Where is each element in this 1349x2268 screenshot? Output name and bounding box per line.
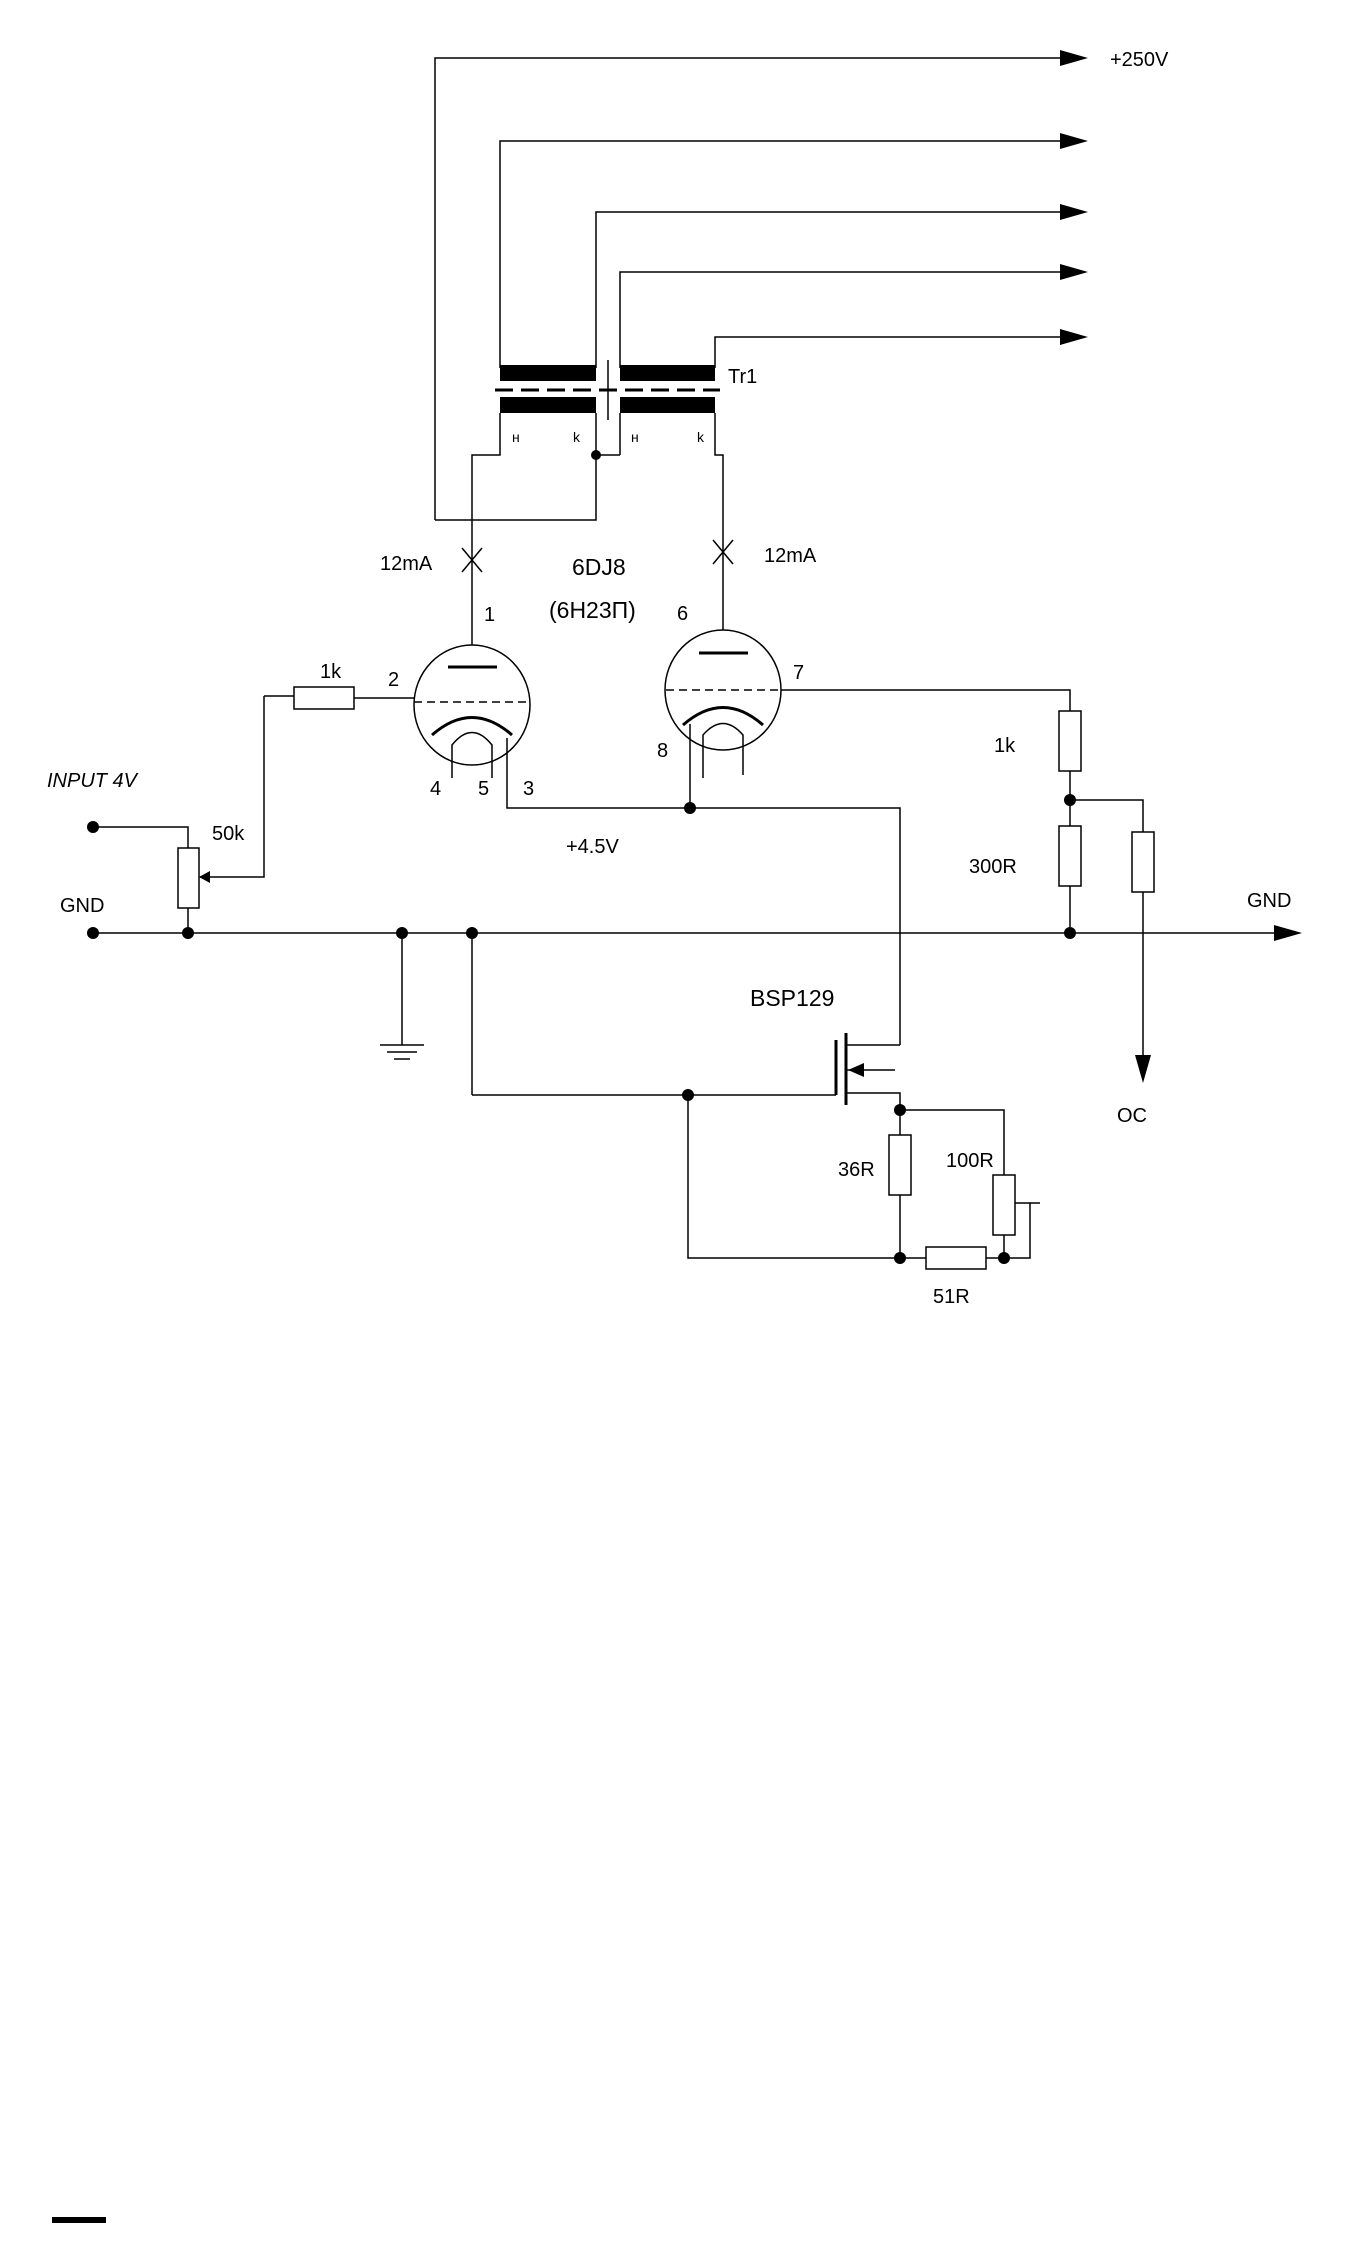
- pin-4-label: 4: [430, 778, 441, 800]
- winding-n-right-label: н: [631, 429, 639, 445]
- current-marker-left: [461, 547, 483, 573]
- mosfet-label: BSP129: [750, 985, 834, 1011]
- transformer-tr1: [495, 360, 720, 420]
- transformer-label: Tr1: [728, 366, 757, 388]
- supply-lines: [434, 50, 1088, 520]
- pin-6-label: 6: [677, 603, 688, 625]
- gnd-right-label: GND: [1247, 890, 1291, 912]
- right-triode: [664, 629, 782, 808]
- pin-3-label: 3: [523, 778, 534, 800]
- output-label: OC: [1117, 1105, 1147, 1127]
- source-network: [687, 1095, 1040, 1270]
- underline-mark: [52, 2217, 106, 2223]
- r-source-series-label: 51R: [933, 1286, 970, 1308]
- pot-source-label: 100R: [946, 1150, 994, 1172]
- r-bottom-right-label: 300R: [969, 856, 1017, 878]
- current-left-label: 12mA: [380, 553, 433, 575]
- winding-n-left-label: н: [512, 429, 520, 445]
- input-section: [87, 686, 414, 933]
- supply-voltage-label: +250V: [1110, 49, 1169, 71]
- input-label: INPUT 4V: [47, 770, 139, 792]
- pin-7-label: 7: [793, 662, 804, 684]
- drain-wire: [690, 807, 901, 1045]
- pin-2-label: 2: [388, 669, 399, 691]
- winding-k-right-label: k: [697, 429, 705, 445]
- gnd-bus: [87, 925, 1302, 1060]
- r-top-right-label: 1k: [994, 735, 1016, 757]
- pin-1-label: 1: [484, 604, 495, 626]
- anode-wiring: [435, 413, 724, 667]
- current-marker-right: [712, 539, 734, 565]
- current-right-label: 12mA: [764, 545, 817, 567]
- left-triode: [413, 644, 690, 809]
- tube-type-alt-label: (6H23П): [549, 597, 636, 623]
- pin-8-label: 8: [657, 740, 668, 762]
- mosfet-bsp129: [471, 933, 901, 1110]
- tube-type-label: 6DJ8: [572, 554, 626, 580]
- r-source-label: 36R: [838, 1159, 875, 1181]
- pin-5-label: 5: [478, 778, 489, 800]
- gnd-left-label: GND: [60, 895, 104, 917]
- winding-k-left-label: k: [573, 429, 581, 445]
- output-divider: [781, 689, 1155, 1083]
- r-grid-label: 1k: [320, 661, 342, 683]
- cathode-voltage-label: +4.5V: [566, 836, 619, 858]
- pot-input-label: 50k: [212, 823, 245, 845]
